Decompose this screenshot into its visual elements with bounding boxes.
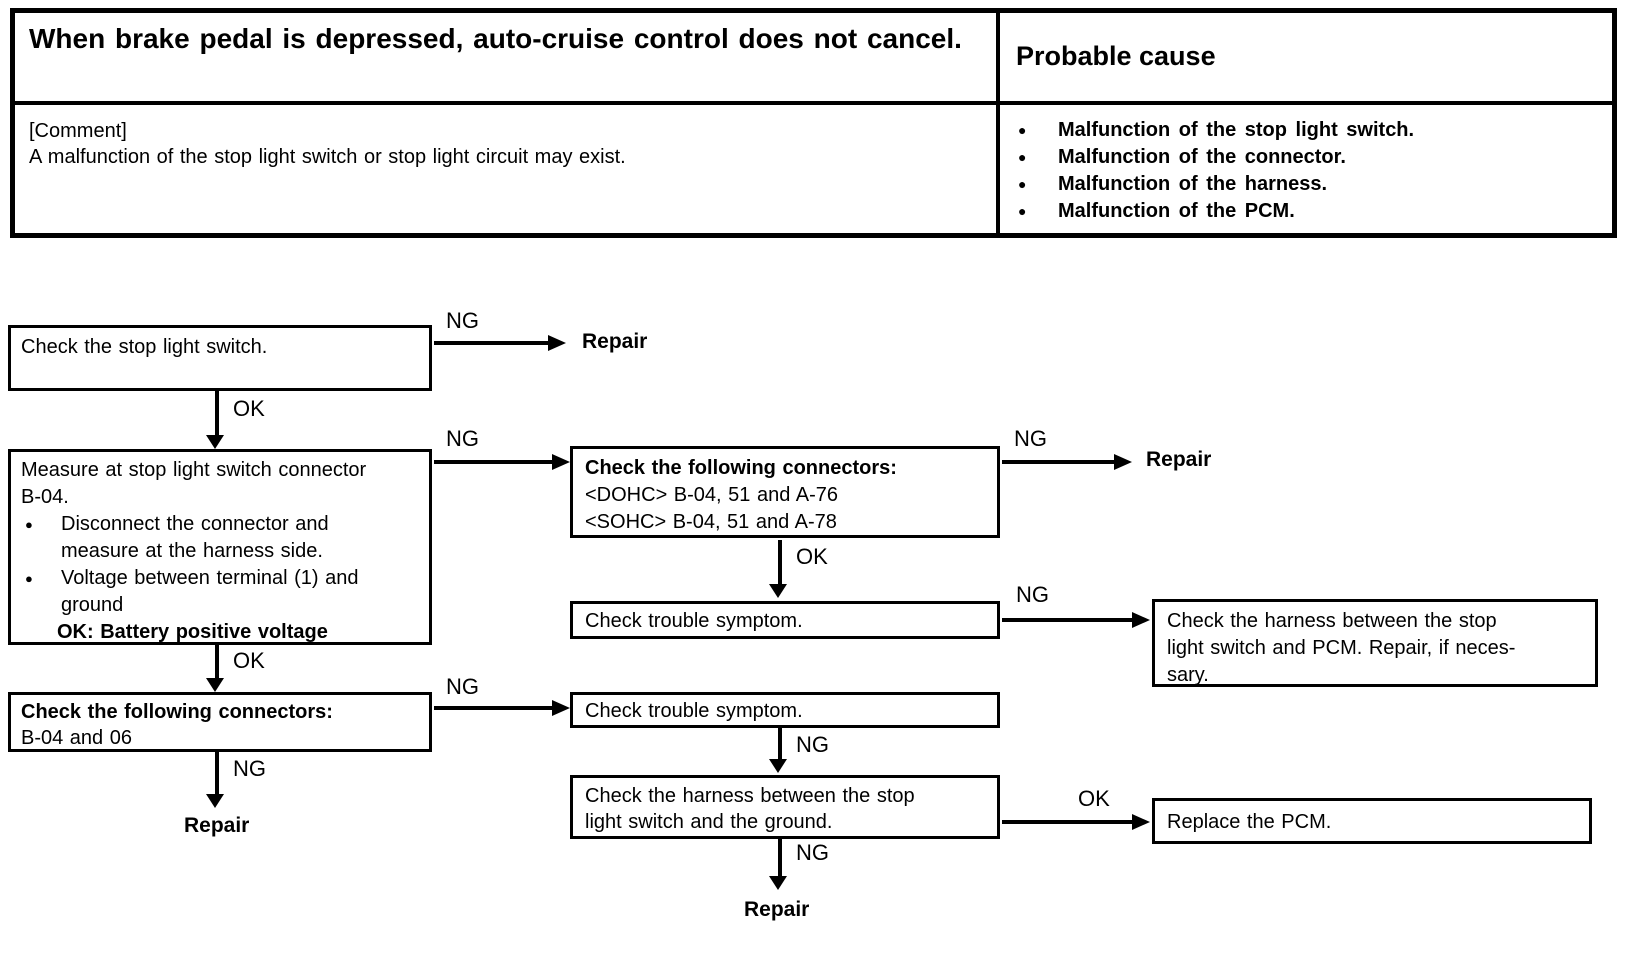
flow-connector-line	[1002, 460, 1114, 464]
bullet-icon: ●	[1018, 176, 1027, 192]
flow-box-title: Check the following connectors:	[585, 457, 897, 479]
symptom-table: When brake pedal is depressed, auto-crui…	[10, 8, 1617, 238]
arrow-down-icon	[206, 435, 224, 449]
bullet-line: Disconnect the connector and	[61, 513, 329, 535]
flow-box-bullet: ● Disconnect the connector and measure a…	[21, 511, 419, 565]
flow-connector-line	[434, 341, 548, 345]
flow-box-text: Check the harness between the stop	[585, 785, 915, 807]
cause-item: ● Malfunction of the connector.	[1016, 144, 1602, 171]
flow-connector-line	[434, 706, 552, 710]
bullet-line: Voltage between terminal (1) and	[61, 567, 359, 589]
flow-box-check-connectors-b04: Check the following connectors: B-04 and…	[8, 692, 432, 752]
flow-connector-line	[434, 460, 552, 464]
edge-label-ok: OK	[1078, 786, 1110, 811]
flow-box-text: B-04.	[21, 486, 69, 508]
flow-box-text: <SOHC> B-04, 51 and A-78	[585, 511, 837, 533]
flow-box-text: Check trouble symptom.	[585, 610, 803, 632]
arrow-right-icon	[1132, 814, 1150, 830]
bullet-text: Disconnect the connector and measure at …	[61, 511, 329, 565]
edge-label-ok: OK	[233, 648, 265, 673]
bullet-icon: ●	[1018, 122, 1027, 138]
cause-text: Malfunction of the harness.	[1058, 173, 1328, 195]
flow-box-title: Check the following connectors:	[21, 701, 333, 723]
flow-box-replace-pcm: Replace the PCM.	[1152, 798, 1592, 844]
edge-label-ng: NG	[1016, 582, 1049, 607]
flow-connector-line	[778, 540, 782, 584]
comment-cell: [Comment] A malfunction of the stop ligh…	[15, 105, 1000, 233]
flow-box-check-trouble-symptom-1: Check trouble symptom.	[570, 601, 1000, 639]
flow-box-text: sary.	[1167, 664, 1209, 686]
flow-box-ok-condition: OK: Battery positive voltage	[57, 619, 419, 646]
terminal-repair: Repair	[582, 330, 648, 353]
cause-item: ● Malfunction of the PCM.	[1016, 198, 1602, 225]
flow-box-text: Check the harness between the stop	[1167, 610, 1497, 632]
flow-box-text: Measure at stop light switch connector	[21, 459, 367, 481]
bullet-text: Voltage between terminal (1) and ground	[61, 565, 359, 619]
flow-connector-line	[215, 391, 219, 435]
flow-connector-line	[215, 752, 219, 794]
arrow-down-icon	[769, 759, 787, 773]
flow-box-text: Check trouble symptom.	[585, 700, 803, 722]
edge-label-ng: NG	[233, 756, 266, 781]
flow-box-check-stop-light-switch: Check the stop light switch.	[8, 325, 432, 391]
cause-item: ● Malfunction of the stop light switch.	[1016, 117, 1602, 144]
bullet-line: measure at the harness side.	[61, 540, 323, 562]
cause-text: Malfunction of the stop light switch.	[1058, 119, 1415, 141]
flow-box-measure-connector: Measure at stop light switch connector B…	[8, 449, 432, 645]
flow-box-check-trouble-symptom-2: Check trouble symptom.	[570, 692, 1000, 728]
bullet-line: ground	[61, 594, 124, 616]
flow-box-text: Check the stop light switch.	[21, 336, 268, 358]
flow-connector-line	[778, 728, 782, 759]
comment-text: A malfunction of the stop light switch o…	[29, 146, 626, 168]
edge-label-ok: OK	[796, 544, 828, 569]
edge-label-ng: NG	[1014, 426, 1047, 451]
ok-condition-value: Battery positive voltage	[100, 621, 328, 643]
flow-connector-line	[778, 839, 782, 876]
flow-box-text: <DOHC> B-04, 51 and A-76	[585, 484, 839, 506]
terminal-repair: Repair	[744, 898, 810, 921]
arrow-down-icon	[769, 584, 787, 598]
edge-label-ng: NG	[446, 308, 479, 333]
comment-label: [Comment]	[29, 120, 127, 142]
cause-text: Malfunction of the PCM.	[1058, 200, 1295, 222]
arrow-right-icon	[1114, 454, 1132, 470]
arrow-down-icon	[206, 794, 224, 808]
flow-box-text: light switch and the ground.	[585, 811, 833, 833]
flow-connector-line	[1002, 618, 1132, 622]
probable-cause-header: Probable cause	[1000, 13, 1612, 105]
arrow-down-icon	[769, 876, 787, 890]
bullet-icon: ●	[1018, 203, 1027, 219]
cause-text: Malfunction of the connector.	[1058, 146, 1346, 168]
arrow-down-icon	[206, 678, 224, 692]
edge-label-ng: NG	[446, 674, 479, 699]
flow-box-text: Replace the PCM.	[1167, 811, 1332, 833]
flow-connector-line	[215, 645, 219, 678]
bullet-icon: ●	[25, 517, 33, 532]
bullet-icon: ●	[25, 571, 33, 586]
terminal-repair: Repair	[184, 814, 250, 837]
flow-box-text: B-04 and 06	[21, 727, 132, 749]
edge-label-ok: OK	[233, 396, 265, 421]
flow-box-text: light switch and PCM. Repair, if neces-	[1167, 637, 1516, 659]
ok-condition-label: OK:	[57, 621, 94, 643]
arrow-right-icon	[548, 335, 566, 351]
arrow-right-icon	[552, 454, 570, 470]
flow-box-harness-pcm: Check the harness between the stop light…	[1152, 599, 1598, 687]
flow-connector-line	[1002, 820, 1132, 824]
flow-box-bullet: ● Voltage between terminal (1) and groun…	[21, 565, 419, 619]
terminal-repair: Repair	[1146, 448, 1212, 471]
flow-box-check-connectors-multi: Check the following connectors: <DOHC> B…	[570, 446, 1000, 538]
edge-label-ng: NG	[446, 426, 479, 451]
flow-box-harness-ground: Check the harness between the stop light…	[570, 775, 1000, 839]
symptom-title: When brake pedal is depressed, auto-crui…	[15, 13, 1000, 105]
edge-label-ng: NG	[796, 840, 829, 865]
bullet-icon: ●	[1018, 149, 1027, 165]
arrow-right-icon	[552, 700, 570, 716]
cause-item: ● Malfunction of the harness.	[1016, 171, 1602, 198]
edge-label-ng: NG	[796, 732, 829, 757]
probable-cause-list: ● Malfunction of the stop light switch. …	[1000, 105, 1612, 233]
arrow-right-icon	[1132, 612, 1150, 628]
